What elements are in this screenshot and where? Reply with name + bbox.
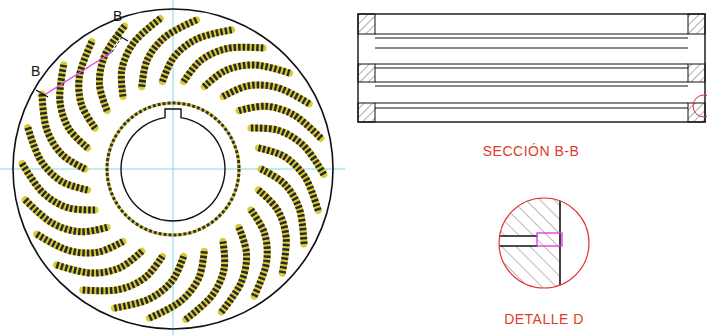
- blade: [223, 85, 309, 104]
- hub-circle: [107, 103, 239, 235]
- blade: [56, 251, 141, 273]
- section-letter: B: [31, 64, 40, 78]
- blade: [204, 65, 289, 87]
- section-view: [358, 14, 707, 122]
- blade: [142, 20, 197, 87]
- blade: [25, 200, 107, 232]
- view-title: SECCIÓN B-B: [483, 144, 580, 158]
- blade: [162, 30, 231, 82]
- rim-circle: [13, 9, 333, 329]
- blade: [258, 148, 318, 211]
- section-line: [46, 52, 112, 94]
- blade: [37, 234, 123, 253]
- blade: [83, 256, 163, 290]
- section-mark: [36, 90, 48, 97]
- blade: [114, 256, 183, 308]
- blade-group: [22, 19, 324, 320]
- section-line: [112, 37, 122, 52]
- blade: [251, 210, 267, 296]
- blade: [251, 210, 267, 296]
- view-title: DETALLE D: [504, 312, 584, 326]
- blade: [79, 42, 95, 128]
- blade: [79, 42, 95, 128]
- blade: [184, 47, 264, 81]
- blade: [149, 251, 204, 318]
- blade: [239, 106, 321, 138]
- blade: [251, 128, 324, 174]
- section-letter: B: [113, 9, 122, 23]
- bore-keyway: [121, 109, 225, 221]
- blade: [223, 85, 309, 104]
- detail-view: [495, 195, 589, 295]
- blade: [37, 234, 123, 253]
- hub-circle: [107, 103, 239, 235]
